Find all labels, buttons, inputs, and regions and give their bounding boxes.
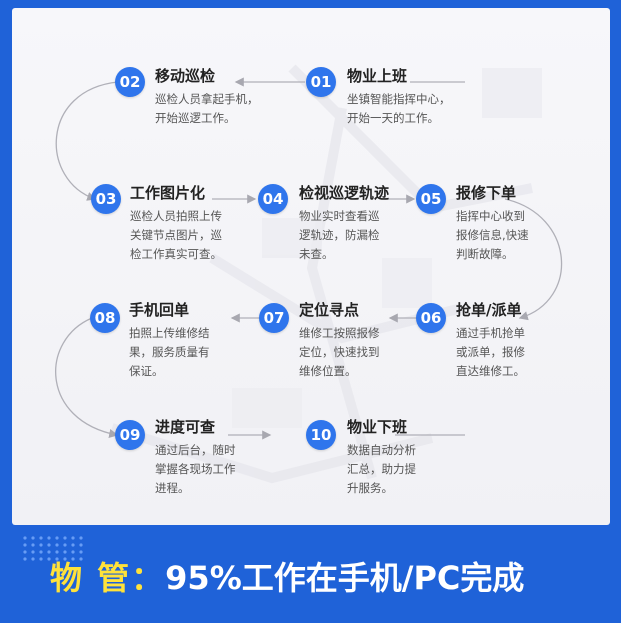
step-05-desc: 指挥中心收到报修信息,快速判断故障。 bbox=[456, 209, 529, 261]
step-05-badge: 05 bbox=[416, 184, 446, 214]
step-07-desc: 维修工按照报修定位，快速找到维修位置。 bbox=[299, 326, 380, 378]
step-04-badge: 04 bbox=[258, 184, 288, 214]
step-09-badge: 09 bbox=[115, 420, 145, 450]
step-06-title: 抢单/派单 bbox=[456, 301, 522, 319]
step-10-title: 物业下班 bbox=[347, 418, 408, 436]
step-04-title: 检视巡逻轨迹 bbox=[299, 184, 390, 202]
dot-grid-decoration bbox=[23, 536, 83, 561]
step-03-badge: 03 bbox=[91, 184, 121, 214]
step-07-badge: 07 bbox=[259, 303, 289, 333]
step-10-desc: 数据自动分析汇总，助力提升服务。 bbox=[347, 443, 416, 495]
step-09-title: 进度可查 bbox=[155, 418, 216, 436]
step-04-desc: 物业实时查看巡逻轨迹，防漏检未查。 bbox=[299, 209, 380, 261]
step-03-title: 工作图片化 bbox=[130, 184, 206, 202]
step-08-desc: 拍照上传维修结果，服务质量有保证。 bbox=[129, 326, 210, 378]
banner-slogan: 物 管：95%工作在手机/PC完成 bbox=[50, 558, 524, 598]
step-08-title: 手机回单 bbox=[129, 301, 190, 319]
step-01-desc: 坐镇智能指挥中心，开始一天的工作。 bbox=[347, 92, 451, 125]
step-02-badge: 02 bbox=[115, 67, 145, 97]
banner-label: 物 管： bbox=[50, 559, 166, 597]
step-03-desc: 巡检人员拍照上传关键节点图片，巡检工作真实可查。 bbox=[130, 209, 222, 261]
step-02-title: 移动巡检 bbox=[155, 67, 216, 85]
step-07-title: 定位寻点 bbox=[299, 301, 360, 319]
background-map-pattern bbox=[110, 64, 542, 484]
step-02-desc: 巡检人员拿起手机，开始巡逻工作。 bbox=[155, 92, 259, 125]
banner-text: 95%工作在手机/PC完成 bbox=[165, 559, 525, 597]
step-06-desc: 通过手机抢单或派单，报修直达维修工。 bbox=[456, 326, 525, 378]
step-10-badge: 10 bbox=[306, 420, 336, 450]
step-09-desc: 通过后台，随时掌握各现场工作进程。 bbox=[155, 443, 236, 495]
step-01-badge: 01 bbox=[306, 67, 336, 97]
step-08-badge: 08 bbox=[90, 303, 120, 333]
step-05-title: 报修下单 bbox=[456, 184, 517, 202]
step-01-title: 物业上班 bbox=[347, 67, 408, 85]
step-06-badge: 06 bbox=[416, 303, 446, 333]
